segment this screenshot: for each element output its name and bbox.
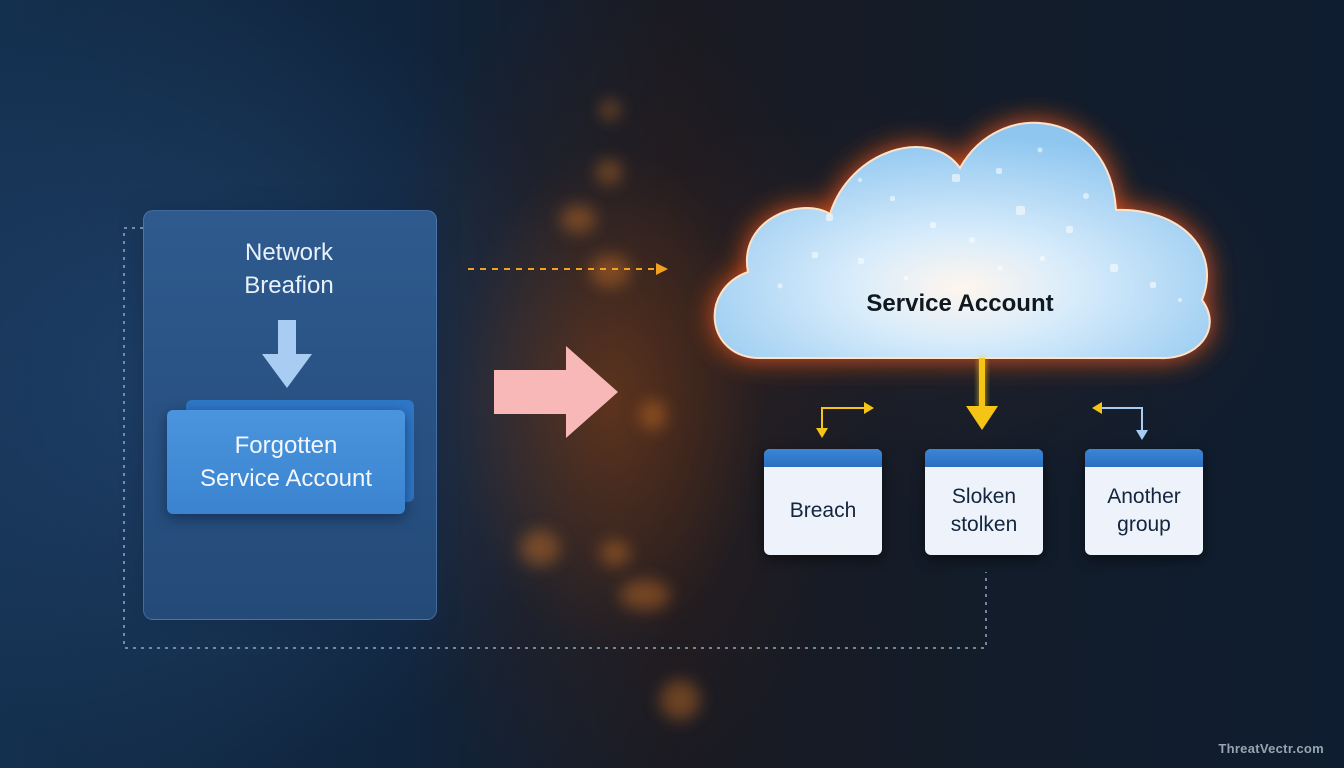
box-label-line1: Another: [1107, 485, 1181, 508]
box-label-line1: Sloken: [951, 485, 1017, 508]
arrow-right-icon: [494, 346, 618, 438]
dashed-arrow-icon: [468, 263, 668, 275]
box-header: [1085, 449, 1203, 467]
bokeh-light: [640, 400, 666, 430]
box-label-line2: group: [1117, 513, 1171, 536]
panel-title-line1: Network: [244, 239, 334, 266]
box-label-line1: Breach: [789, 499, 857, 522]
card-line1: Forgotten: [234, 432, 338, 459]
box-label: Breach: [764, 467, 882, 555]
box-header: [925, 449, 1043, 467]
arrow-down-icon: [966, 358, 998, 430]
bokeh-light: [590, 255, 630, 287]
another-group-box: Another group: [1085, 449, 1203, 555]
watermark: ThreatVectr.com: [1218, 741, 1324, 756]
cloud-label: Service Account: [866, 290, 1054, 317]
bokeh-light: [600, 540, 630, 566]
bidirectional-arrow-icon: [1092, 402, 1148, 440]
cloud-shape: [713, 121, 1211, 360]
breach-box: Breach: [764, 449, 882, 555]
bokeh-light: [560, 205, 596, 233]
bokeh-light: [620, 580, 670, 610]
bokeh-light: [660, 680, 700, 720]
card-line2: Service Account: [199, 465, 373, 492]
bokeh-light: [520, 530, 560, 566]
box-header: [764, 449, 882, 467]
bidirectional-arrow-icon: [816, 402, 874, 438]
cloud-particles: [777, 147, 1182, 302]
forgotten-service-account-card: Forgotten Service Account: [167, 410, 405, 514]
arrow-down-icon: [262, 320, 312, 388]
box-label: Another group: [1085, 467, 1203, 555]
bokeh-light: [600, 100, 620, 120]
box-label: Sloken stolken: [925, 467, 1043, 555]
bokeh-light: [596, 160, 622, 184]
panel-title: Network Breafion: [0, 236, 578, 302]
stolen-box: Sloken stolken: [925, 449, 1043, 555]
box-label-line2: stolken: [950, 513, 1018, 536]
panel-title-line2: Breafion: [244, 272, 334, 299]
